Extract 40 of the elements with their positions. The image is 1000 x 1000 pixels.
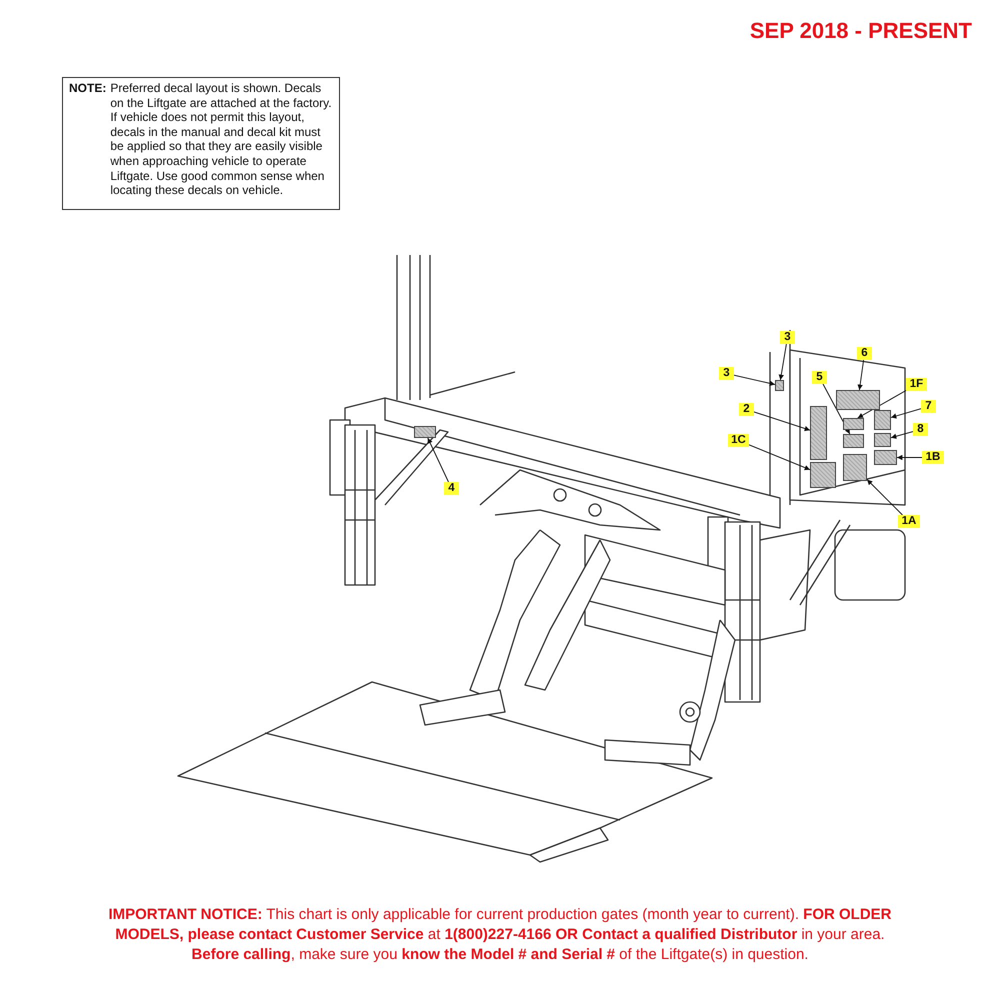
leader-line: [748, 444, 810, 470]
callout-number: 1A: [898, 515, 920, 528]
leader-line: [857, 390, 906, 418]
callout-number: 3: [780, 331, 795, 344]
leader-line: [754, 411, 810, 432]
decal: [414, 426, 436, 438]
decal: [874, 410, 891, 430]
callout-number: 7: [921, 400, 936, 413]
note-text: Preferred decal layout is shown. Decals on the Liftgate are attached at the factory. If vehicle does not permit this layout, decals in the manual and decal kit must be applied so that they are easily visible when approaching vehicle to operate Liftgate. Use good common sense when locating these decals on vehicle.: [110, 81, 333, 200]
decal: [836, 390, 880, 410]
callout-number: 1C: [728, 434, 749, 447]
leader-line: [890, 408, 922, 419]
note-heading: NOTE:: [69, 81, 106, 97]
important-notice: IMPORTANT NOTICE: This chart is only applicable for current production gates (month year to current). FOR OLDER MODELS, please contact Customer Service at 1(800)227-4166 OR Contact a qualified Distributor in your area. Before calling, make sure you know the Model # and Serial # of the Liftgate(s) in question.: [107, 905, 893, 965]
decal: [810, 406, 827, 460]
decal: [775, 380, 784, 391]
decal: [843, 418, 864, 430]
callout-number: 3: [719, 367, 734, 380]
leader-line: [822, 384, 850, 434]
date-range-heading: SEP 2018 - PRESENT: [750, 18, 972, 44]
leader-line: [427, 438, 449, 482]
decal: [874, 433, 891, 447]
decal: [843, 434, 864, 448]
callout-number: 2: [739, 403, 754, 416]
leader-line: [778, 344, 787, 380]
callout-number: 6: [857, 347, 872, 360]
callout-number: 5: [812, 371, 827, 384]
decal: [874, 450, 897, 465]
leader-line: [734, 374, 776, 386]
leader-line: [890, 431, 914, 439]
decal: [843, 454, 867, 481]
callout-number: 8: [913, 423, 928, 436]
leader-line: [866, 479, 903, 516]
leader-line: [896, 454, 922, 460]
callout-number: 1B: [922, 451, 944, 464]
callout-number: 1F: [906, 378, 927, 391]
decal: [810, 462, 836, 488]
leader-line: [857, 360, 864, 390]
note-box: [62, 77, 340, 210]
callout-number: 4: [444, 482, 459, 495]
